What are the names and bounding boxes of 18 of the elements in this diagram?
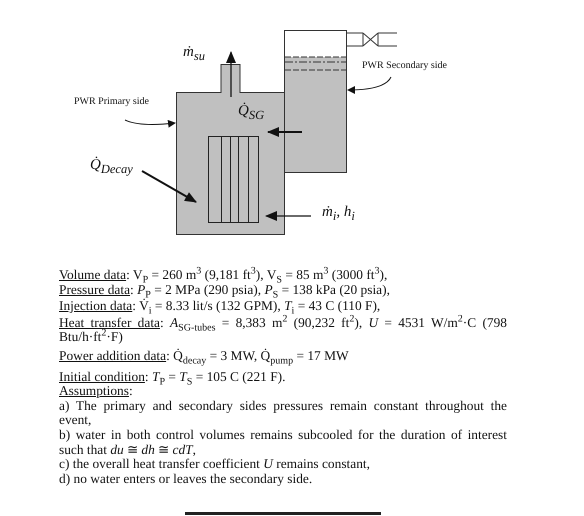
callout-text: PWR Secondary side — [362, 60, 447, 71]
flow-symbol: ṁ$_{i}$, h$_{i}$ — [322, 204, 355, 224]
paragraph-text: Power addition data: Q̇$_{decay}$ = 3 MW, Q̇$_{pump}$ = 17 MW — [59, 348, 350, 364]
paragraph-text: Volume data: V$_{P}$ = 260 m$^{3}$ (9,181 ft$^{3}$), V$_{S}$ = 85 m$^{3}$ (3000 ft$^{3}$), — [59, 268, 388, 283]
heat-symbol: Q̇$_{SG}$ — [238, 103, 264, 123]
paragraph-text: Initial condition: T$_{P}$ = T$_{S}$ = 105 C (221 F). — [59, 370, 286, 384]
leader-line — [347, 76, 392, 94]
heat-symbol: Q̇$_{Decay}$ — [90, 157, 133, 177]
paragraph-text: Assumptions: — [59, 384, 134, 399]
paragraph-text: Heat transfer data: A$_{SG-tubes}$ = 8,383 m$^{2}$ (90,232 ft$^{2}$), U = 4531 W/m$^{2}$·C (798 Btu/h·ft$^{2}$·F) — [59, 316, 507, 345]
flow-symbol: ṁ$_{su}$ — [183, 44, 205, 64]
paragraph-text: d) no water enters or leaves the secondary side. — [59, 472, 314, 486]
paragraph-text: Pressure data: P$_{P}$ = 2 MPa (290 psia), P$_{S}$ = 138 kPa (20 psia), — [59, 282, 391, 298]
leader-line — [124, 120, 176, 128]
callout-text: PWR Primary side — [74, 96, 149, 107]
paragraph-text: Injection data: V̇$_{i}$ = 8.33 lit/s (132 GPM), T$_{i}$ = 43 C (110 F), — [59, 299, 382, 314]
paragraph-text: c) the overall heat transfer coefficient U remains constant, — [59, 457, 371, 472]
primary-vessel — [176, 64, 285, 235]
